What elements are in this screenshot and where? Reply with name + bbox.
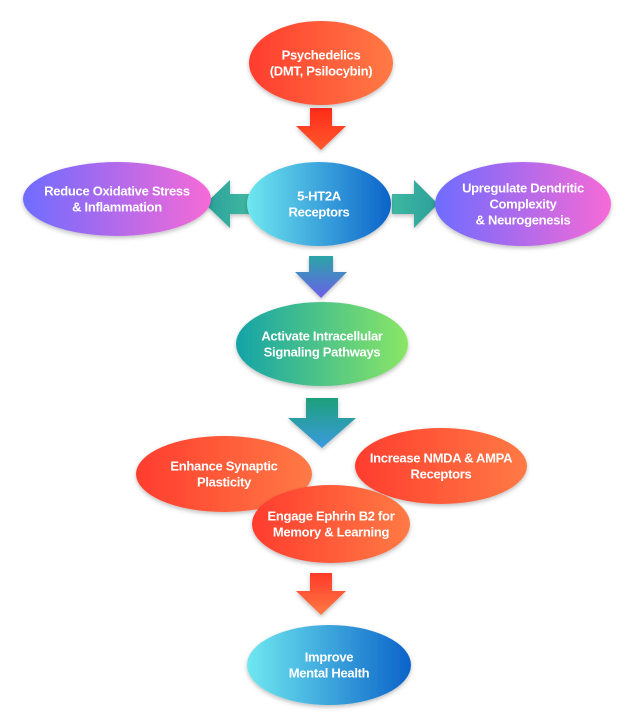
label-line: Plasticity (197, 475, 252, 490)
arrow-down-4 (296, 573, 346, 615)
node-dendritic (435, 162, 611, 246)
node-psychedelics (249, 21, 393, 105)
label-line: Complexity (489, 197, 557, 212)
node-mental-health (247, 625, 411, 705)
node-synaptic (136, 436, 312, 512)
node-nmda (355, 428, 527, 504)
label-line: Memory & Learning (273, 525, 390, 540)
arrow-down-3 (288, 398, 356, 448)
node-psychedelics-label: Psychedelics(DMT, Psilocybin) (270, 48, 373, 79)
label-line: 5-HT2A (297, 189, 342, 204)
label-line: Receptors (411, 467, 472, 482)
arrow-down-1 (296, 108, 346, 150)
label-line: Improve (305, 650, 354, 665)
label-line: Signaling Pathways (264, 345, 381, 360)
node-receptors (247, 162, 391, 246)
arrow-left (205, 180, 250, 228)
label-line: Enhance Synaptic (170, 459, 277, 474)
label-line: Activate Intracellular (261, 329, 383, 344)
label-line: Psychedelics (282, 48, 361, 63)
node-oxidative-label: Reduce Oxidative Stress& Inflammation (44, 184, 190, 215)
label-line: Increase NMDA & AMPA (370, 451, 513, 466)
label-line: & Neurogenesis (476, 213, 571, 228)
node-ephrin (252, 485, 410, 563)
label-line: Upregulate Dendritic (462, 181, 584, 196)
label-line: Mental Health (289, 666, 370, 681)
node-signaling (236, 302, 408, 386)
label-line: Reduce Oxidative Stress (44, 184, 190, 199)
label-line: (DMT, Psilocybin) (270, 64, 373, 79)
arrow-down-2 (295, 256, 347, 298)
label-line: Receptors (289, 205, 350, 220)
arrow-right (392, 180, 438, 228)
node-oxidative (23, 162, 211, 236)
label-line: Engage Ephrin B2 for (268, 509, 395, 524)
label-line: & Inflammation (72, 200, 162, 215)
